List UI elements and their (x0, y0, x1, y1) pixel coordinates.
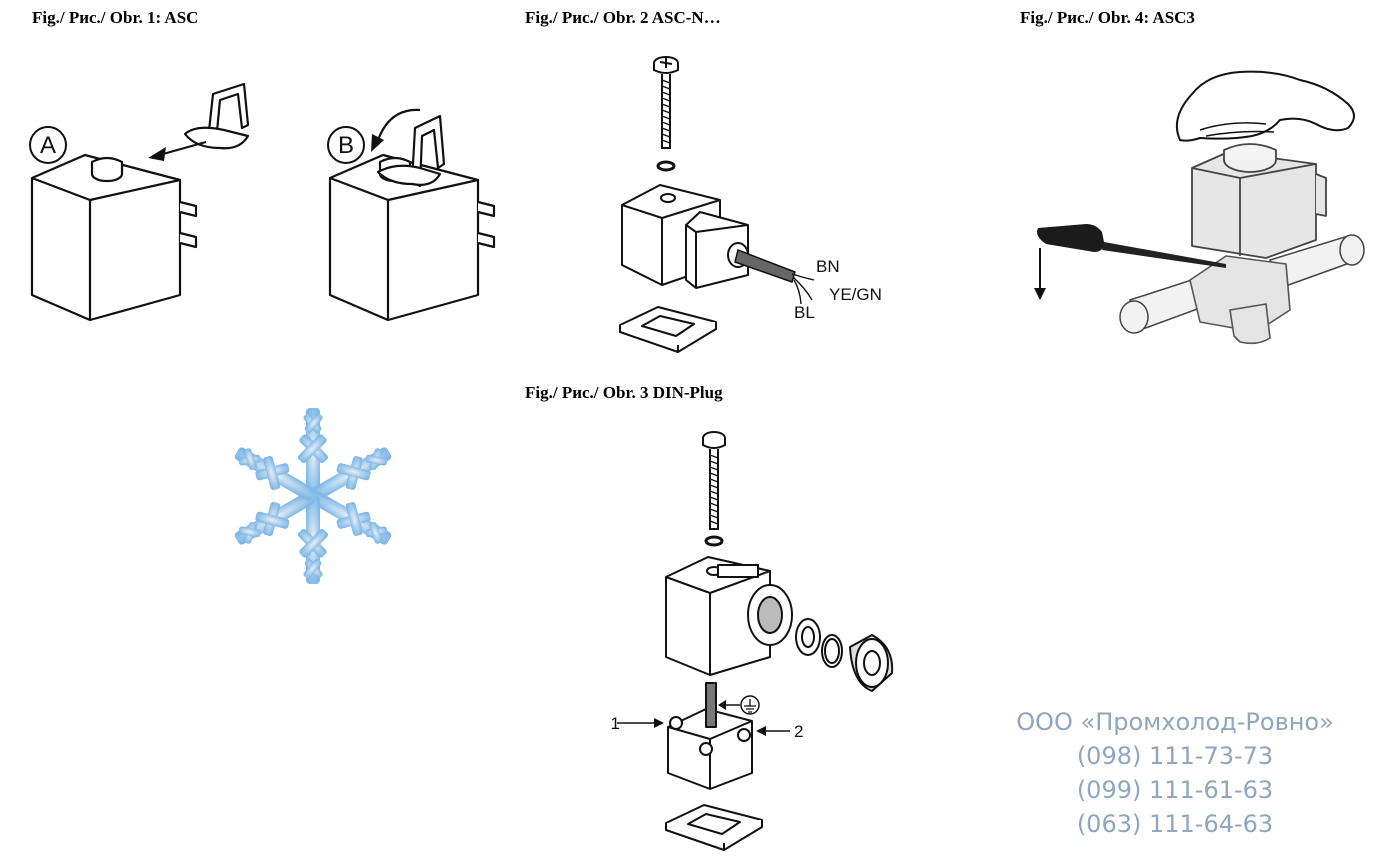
figure-1-caption: Fig./ Рис./ Obr. 1: ASC (32, 8, 199, 27)
step-b-label: B (338, 132, 354, 159)
step-a-label: A (40, 132, 56, 159)
down-arrow-icon (1034, 288, 1046, 300)
figure-3-din-plug-illustration: 1 2 (611, 431, 894, 851)
phone-number: (099) 111-61-63 (1076, 776, 1274, 804)
wire-yegn-label: YE/GN (829, 285, 882, 304)
phone-number: (098) 111-73-73 (1076, 742, 1274, 770)
terminal-1-label: 1 (611, 714, 620, 733)
ground-symbol-icon (740, 695, 760, 715)
company-name: ООО «Промхолод-Ровно» (1016, 708, 1334, 736)
figure-4-caption: Fig./ Рис./ Obr. 4: ASC3 (1020, 8, 1195, 27)
wire-bn-label: BN (816, 257, 840, 276)
wire-bl-label: BL (794, 303, 815, 322)
figure-1-asc-coil-illustration: A B (29, 82, 496, 322)
company-watermark: ООО «Промхолод-Ровно» (098) 111-73-73 (0… (990, 705, 1360, 841)
figure-2-asc-n-coil-illustration: BN YE/GN BL (619, 56, 882, 353)
figure-3-caption: Fig./ Рис./ Obr. 3 DIN-Plug (525, 383, 723, 402)
phone-number: (063) 111-64-63 (1076, 810, 1274, 838)
terminal-2-label: 2 (794, 722, 803, 741)
figure-4-asc3-valve-illustration (1034, 70, 1365, 345)
snowflake-icon (228, 408, 398, 584)
figure-2-caption: Fig./ Рис./ Obr. 2 ASC-N… (525, 8, 721, 27)
